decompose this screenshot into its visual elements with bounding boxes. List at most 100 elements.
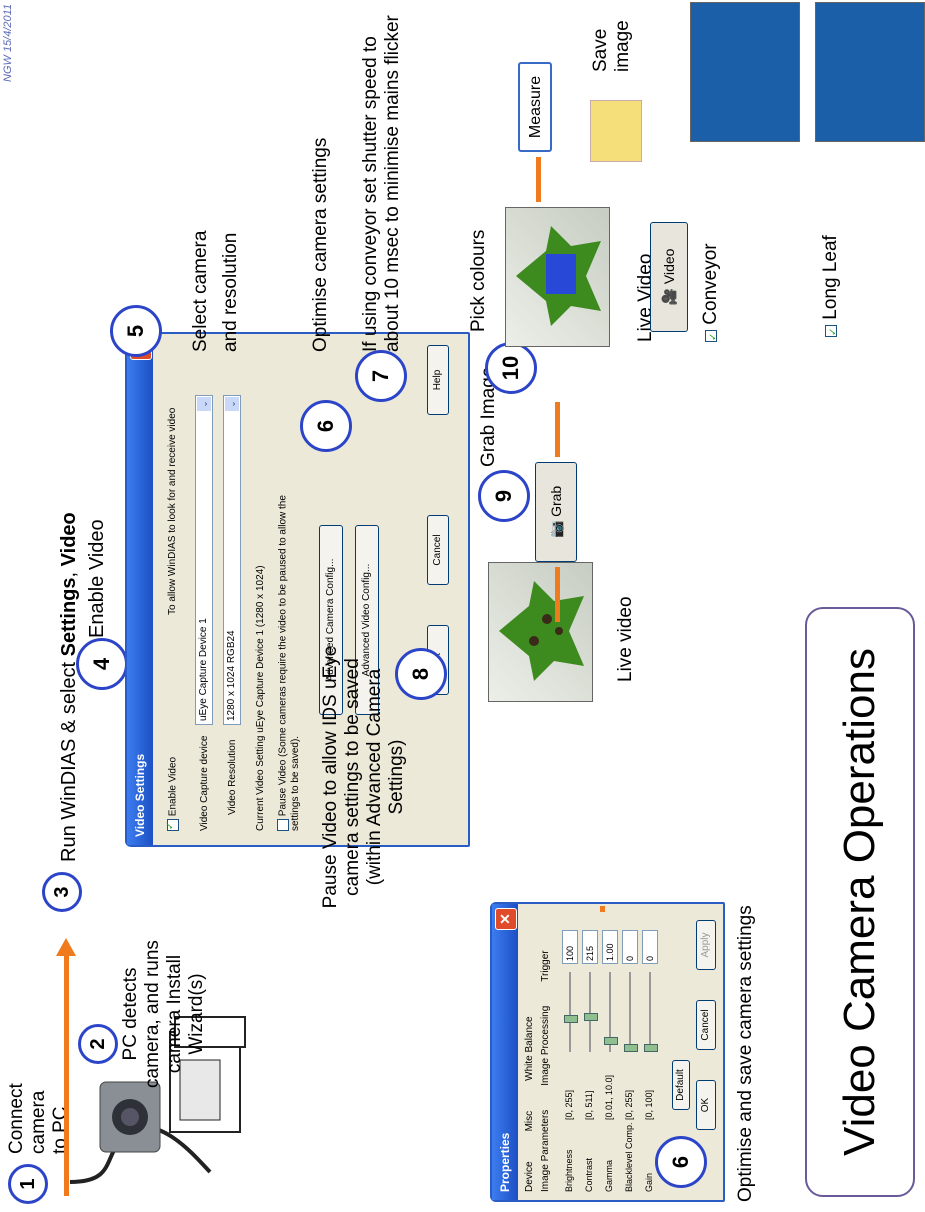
- long-leaf-checkbox[interactable]: Long Leaf: [820, 235, 842, 337]
- default-button[interactable]: Default: [672, 1060, 690, 1110]
- properties-row-slider[interactable]: [644, 972, 658, 1052]
- resolution-label: Video Resolution: [227, 739, 238, 815]
- leaf-icon: [499, 581, 584, 681]
- properties-tabs-top: Device Misc White Balance: [524, 1016, 536, 1192]
- properties-row-label: Contrast: [584, 1157, 594, 1192]
- properties-row: Blacklevel Comp. [0, 255] 0: [620, 908, 640, 1192]
- slider-thumb[interactable]: [564, 1015, 578, 1023]
- help-button[interactable]: Help: [427, 345, 449, 415]
- slider-thumb[interactable]: [624, 1044, 638, 1052]
- step-6-circle: 6: [300, 400, 352, 452]
- pause-video-checkbox[interactable]: Pause Video (Some cameras require the vi…: [277, 495, 301, 831]
- measure-button[interactable]: Measure: [518, 62, 552, 152]
- enable-video-hint: To allow WinDIAS to look for and receive…: [167, 407, 178, 615]
- step-4-circle: 4: [76, 638, 128, 690]
- apply-button[interactable]: Apply: [696, 920, 716, 970]
- properties-row: Gamma [0.01, 10.0] 1.00: [600, 908, 620, 1192]
- conveyor-checkbox[interactable]: Conveyor: [700, 243, 722, 342]
- arrow-tick: [600, 906, 605, 912]
- properties-row-label: Gamma: [604, 1159, 614, 1192]
- pick-colours-image: [505, 207, 610, 347]
- slider-thumb[interactable]: [644, 1044, 658, 1052]
- properties-row-value[interactable]: 0: [642, 930, 658, 964]
- arrow-1-2: [64, 956, 69, 1196]
- cancel-button[interactable]: Cancel: [427, 515, 449, 585]
- properties-row-range: [0, 511]: [584, 1090, 594, 1120]
- current-video-setting: Current Video Setting uEye Capture Devic…: [255, 565, 266, 831]
- step-7-circle: 7: [355, 350, 407, 402]
- conveyor-photo: [690, 2, 800, 142]
- properties-row-value[interactable]: 100: [562, 930, 578, 964]
- tab-trigger[interactable]: Trigger: [540, 950, 551, 982]
- step-3-text: Run WinDIAS & select Settings, Video: [58, 512, 80, 862]
- tab-image-processing[interactable]: Image Processing: [540, 1005, 551, 1086]
- live-video-text: Live video: [615, 596, 636, 682]
- properties-row-range: [0.01, 10.0]: [604, 1074, 614, 1120]
- optimise-save-text: Optimise and save camera settings: [735, 905, 756, 1202]
- properties-row-label: Brightness: [564, 1149, 574, 1192]
- properties-row-value[interactable]: 215: [582, 930, 598, 964]
- tab-misc[interactable]: Misc: [524, 1110, 535, 1132]
- step-9-circle: 9: [478, 470, 530, 522]
- properties-row-range: [0, 255]: [564, 1089, 574, 1120]
- arrow-9-10: [555, 402, 560, 457]
- properties-row-slider[interactable]: [564, 972, 578, 1052]
- video-button[interactable]: 🎥 Video: [650, 222, 688, 332]
- and-resolution-text: and resolution: [220, 232, 241, 352]
- properties-row-range: [0, 100]: [644, 1089, 654, 1120]
- arrowhead-2: [56, 938, 76, 956]
- properties-row-label: Blacklevel Comp.: [624, 1122, 634, 1192]
- resolution-select[interactable]: 1280 x 1024 RGB24⌄: [223, 395, 241, 725]
- slider-thumb[interactable]: [584, 1013, 598, 1021]
- properties-row-value[interactable]: 1.00: [602, 930, 618, 964]
- save-image-text: Save image: [590, 20, 633, 72]
- properties-row-slider[interactable]: [624, 972, 638, 1052]
- chevron-down-icon: ⌄: [225, 397, 239, 411]
- tab-image-parameters[interactable]: Image Parameters: [540, 1109, 551, 1192]
- page-title: Video Camera Operations: [805, 607, 915, 1197]
- step-5-circle: 5: [110, 305, 162, 357]
- properties-row-slider[interactable]: [604, 972, 618, 1052]
- live-video-image: [488, 562, 593, 702]
- close-icon[interactable]: ✕: [495, 908, 517, 930]
- step-1-circle: 1: [8, 1164, 48, 1204]
- enable-video-checkbox[interactable]: Enable Video: [167, 757, 180, 831]
- author-note: NGW 15/4/2011: [2, 3, 14, 82]
- conveyor-shutter-text: If using conveyor set shutter speed to a…: [360, 15, 403, 352]
- step-4-text: Enable Video: [86, 519, 108, 638]
- select-camera-text: Select camera: [190, 230, 211, 352]
- properties-row: Brightness [0, 255] 100: [560, 908, 580, 1192]
- tab-device[interactable]: Device: [524, 1161, 535, 1192]
- camera-pc-illustration: [69, 1016, 246, 1184]
- slider-thumb[interactable]: [604, 1037, 618, 1045]
- save-image-icon[interactable]: [590, 100, 642, 162]
- capture-device-select[interactable]: uEye Capture Device 1⌄: [195, 395, 213, 725]
- leaf-icon: [516, 226, 601, 326]
- properties-row-range: [0, 255]: [624, 1089, 634, 1120]
- grab-button[interactable]: 📷 Grab: [535, 462, 577, 562]
- step-10-circle: 10: [485, 342, 537, 394]
- chevron-down-icon: ⌄: [197, 397, 211, 411]
- step-3-circle: 3: [42, 872, 82, 912]
- video-settings-dialog: Video Settings ✕ Enable Video To allow W…: [125, 332, 470, 847]
- step-8-circle: 8: [395, 648, 447, 700]
- properties-row-value[interactable]: 0: [622, 930, 638, 964]
- video-settings-titlebar: Video Settings ✕: [127, 334, 153, 845]
- camera-icon: 🎥: [661, 288, 677, 306]
- properties-row: Contrast [0, 511] 215: [580, 908, 600, 1192]
- arrow-10-measure: [536, 157, 541, 202]
- arrow-8-9: [555, 567, 560, 622]
- properties-cancel-button[interactable]: Cancel: [696, 1000, 716, 1050]
- properties-ok-button[interactable]: OK: [696, 1080, 716, 1130]
- properties-tabs-bottom: Image Parameters Image Processing Trigge…: [540, 950, 552, 1192]
- pause-video-note: Pause Video to allow IDS uEye camera set…: [320, 645, 407, 909]
- tab-white-balance[interactable]: White Balance: [524, 1016, 535, 1081]
- step-2-circle: 2: [78, 1024, 118, 1064]
- step-2-text: PC detects camera, and runs camera Insta…: [120, 940, 207, 1088]
- optimise-camera-text: Optimise camera settings: [310, 137, 331, 352]
- long-leaf-photo: [815, 2, 925, 142]
- step-6-properties-circle: 6: [655, 1136, 707, 1188]
- properties-row-slider[interactable]: [584, 972, 598, 1052]
